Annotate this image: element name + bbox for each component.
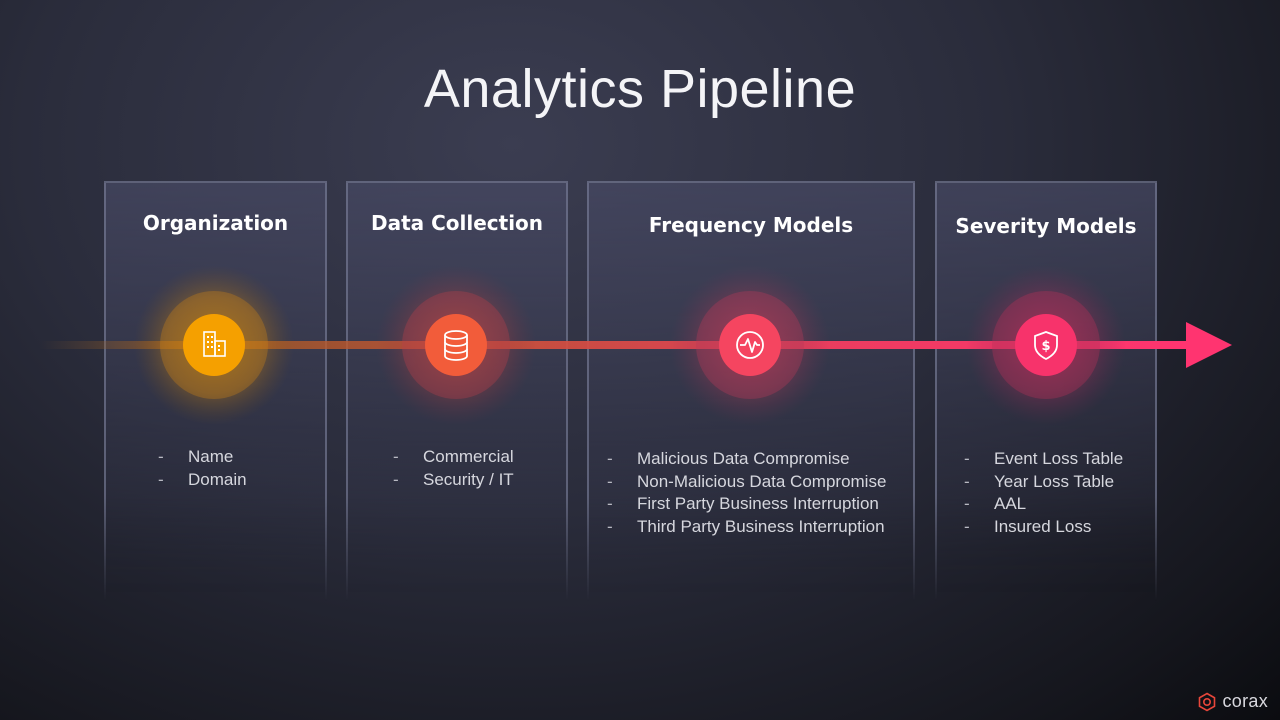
list-item: -Malicious Data Compromise xyxy=(607,449,850,468)
stage-title: Severity Models xyxy=(955,214,1137,238)
stage-node-data-collection xyxy=(376,265,536,425)
stage-node-organization xyxy=(134,265,294,425)
list-item: -Third Party Business Interruption xyxy=(607,516,885,536)
pipeline-arrow-head xyxy=(1186,322,1232,368)
list-item: -Non-Malicious Data Compromise xyxy=(607,471,887,491)
page-title: Analytics Pipeline xyxy=(423,59,857,119)
list-item: -Domain xyxy=(158,469,247,489)
stage-items-organization: -Name -Domain xyxy=(158,446,247,491)
list-item: -First Party Business Interruption xyxy=(607,494,879,513)
dollar-shield-icon: $ xyxy=(1034,331,1058,361)
stage-card-frequency-models: Frequency Models xyxy=(587,181,915,601)
brand-logo: corax xyxy=(1197,691,1268,712)
corax-logo-icon xyxy=(1199,692,1216,711)
list-item: -Year Loss Table xyxy=(964,471,1115,491)
stage-title: Frequency Models xyxy=(648,213,854,237)
stage-title: Data Collection xyxy=(370,211,544,235)
stage-title: Organization xyxy=(142,211,289,235)
stage-node-severity-models: $ xyxy=(966,265,1126,425)
list-item: -Event Loss Table xyxy=(964,449,1124,468)
list-item: -Insured Loss xyxy=(964,516,1092,536)
heartbeat-icon xyxy=(736,331,764,359)
stage-node-frequency-models xyxy=(670,265,830,425)
stage-items-severity-models: -Event Loss Table -Year Loss Table -AAL … xyxy=(964,448,1123,538)
building-icon xyxy=(203,331,226,357)
pipeline-arrow-line xyxy=(40,341,1190,349)
list-item: -Name xyxy=(158,447,234,466)
list-item: -AAL xyxy=(964,494,1027,513)
list-item: -Security / IT xyxy=(393,469,514,489)
stage-items-frequency-models: -Malicious Data Compromise -Non-Maliciou… xyxy=(607,448,886,538)
brand-name: corax xyxy=(1222,691,1268,711)
stage-items-data-collection: -Commercial -Security / IT xyxy=(393,446,514,491)
database-icon xyxy=(444,330,468,361)
list-item: -Commercial xyxy=(393,447,514,466)
svg-text:$: $ xyxy=(1041,339,1050,354)
